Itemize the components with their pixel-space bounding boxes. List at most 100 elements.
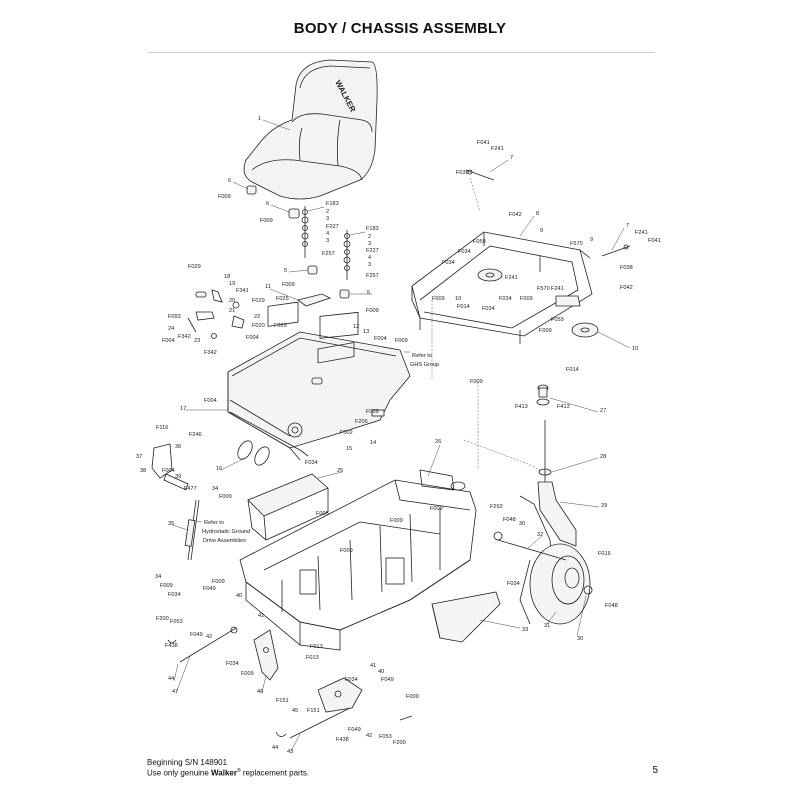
part-label-l2a: 2 [326, 209, 329, 215]
lever-linkage [187, 289, 245, 339]
part-label-lF341: F341 [236, 288, 249, 294]
part-label-seat: 1 [258, 116, 261, 122]
part-label-lF034d: F034 [345, 677, 358, 683]
part-label-lF038a: F038 [456, 170, 469, 176]
part-label-lF034e: F034 [458, 249, 471, 255]
front-frame-8 [411, 231, 593, 344]
part-label-l5b: 5 [367, 290, 370, 296]
part-label-l30b: 30 [577, 636, 583, 642]
part-label-lF477: F477 [184, 486, 197, 492]
part-label-lF034f: F034 [442, 260, 455, 266]
part-label-lF227a: F227 [326, 224, 339, 230]
part-label-l37: 37 [136, 454, 142, 460]
part-label-l34a: 34 [212, 486, 218, 492]
part-label-l30a: 30 [519, 521, 525, 527]
part-label-lF016: F016 [598, 551, 611, 557]
part-label-l23: 23 [194, 338, 200, 344]
part-label-l27: 27 [600, 408, 606, 414]
callout-hydro-line1: Refer to [204, 520, 224, 526]
part-label-lF029b: F029 [252, 298, 265, 304]
part-label-lF009q: F009 [539, 328, 552, 334]
callout-hydro-line2: Hydrostatic Ground [202, 529, 250, 535]
part-label-lF034i: F034 [507, 581, 520, 587]
part-label-l29: 29 [601, 503, 607, 509]
part-label-lF009o: F009 [432, 296, 445, 302]
part-number-labels: 16F0096F009F18323F22743F257F18323F22743F… [136, 116, 661, 755]
part-label-lF241b: F241 [635, 230, 648, 236]
part-label-lF005: F005 [316, 511, 329, 517]
part-label-lF042a: F042 [509, 212, 522, 218]
part-label-l18: 18 [224, 274, 230, 280]
part-label-lF206: F206 [355, 419, 368, 425]
part-label-l25: 25 [337, 468, 343, 474]
part-label-lF241a: F241 [491, 146, 504, 152]
part-label-l22: 22 [254, 314, 260, 320]
part-label-lF009a: F009 [218, 194, 231, 200]
footer-brand: Walker [211, 768, 237, 778]
part-label-lF183b: F183 [366, 226, 379, 232]
part-label-l34b: 34 [155, 574, 161, 580]
part-label-l15: 15 [346, 446, 352, 452]
part-label-l14: 14 [370, 440, 376, 446]
part-label-l3d: 3 [368, 262, 371, 268]
part-label-lF048a: F048 [503, 517, 516, 523]
part-label-lF002: F002 [340, 430, 353, 436]
part-label-lF034h: F034 [482, 306, 495, 312]
title-rule [147, 52, 655, 53]
part-label-lF009g: F009 [219, 494, 232, 500]
part-label-lF009j: F009 [340, 548, 353, 554]
part-label-l38: 38 [140, 468, 146, 474]
part-label-l39: 39 [175, 474, 181, 480]
part-label-l2b: 2 [368, 234, 371, 240]
part-label-lF034c: F034 [226, 661, 239, 667]
part-label-lF009i: F009 [430, 506, 443, 512]
part-label-lF048b: F048 [605, 603, 618, 609]
part-label-lF342a: F342 [178, 334, 191, 340]
footer-note-before: Use only genuine [147, 768, 212, 778]
part-label-lF004e: F004 [162, 468, 175, 474]
part-label-lF009r: F009 [470, 379, 483, 385]
spacer-5b [339, 289, 350, 299]
leader-lines [171, 119, 631, 752]
pulley-10a [477, 268, 503, 282]
part-label-lF004c: F004 [374, 336, 387, 342]
part-label-lF570a: F570 [570, 241, 583, 247]
part-label-lF042b: F042 [620, 285, 633, 291]
caster-wheel-31 [519, 543, 591, 625]
spring-clip-44b [275, 731, 287, 737]
bolt-stack-right [343, 230, 351, 280]
part-label-l32: 32 [537, 532, 543, 538]
caster-bushings [536, 384, 552, 476]
part-label-lF034b: F034 [168, 592, 181, 598]
part-label-l10b: 10 [632, 346, 638, 352]
part-label-lF009e: F009 [395, 338, 408, 344]
part-label-l17: 17 [180, 406, 186, 412]
part-label-l44b: 44 [272, 745, 278, 751]
part-label-lF009m: F009 [241, 671, 254, 677]
part-label-l13: 13 [363, 329, 369, 335]
part-label-lF009h: F009 [390, 518, 403, 524]
footer-serial: Beginning S/N 148901 [147, 758, 228, 767]
spacer-30a [493, 531, 503, 541]
part-label-l44a: 44 [168, 676, 174, 682]
bracket-11 [297, 293, 332, 307]
part-label-lF013b: F013 [306, 655, 319, 661]
part-label-l8: 8 [536, 211, 539, 217]
part-label-lF342b: F342 [204, 350, 217, 356]
tool-tray-25 [247, 473, 329, 541]
lever-rod-43 [289, 707, 351, 739]
callout-ghs-line1: Refer to [412, 353, 432, 359]
part-label-lF009n: F009 [406, 694, 419, 700]
part-label-l10a: 10 [455, 296, 461, 302]
part-label-l46: 46 [257, 689, 263, 695]
part-label-lF009p: F009 [520, 296, 533, 302]
pulley-10b [571, 322, 599, 338]
part-label-lF034g: F034 [499, 296, 512, 302]
footer-note: Use only genuine Walker® replacement par… [147, 768, 309, 778]
part-label-l40b: 40 [378, 669, 384, 675]
part-label-l40a: 40 [236, 593, 242, 599]
spring-clip-44a [167, 639, 177, 644]
part-label-lF151a: F151 [276, 698, 289, 704]
part-label-lF020: F020 [252, 323, 265, 329]
bolt-stack-left [301, 206, 309, 258]
